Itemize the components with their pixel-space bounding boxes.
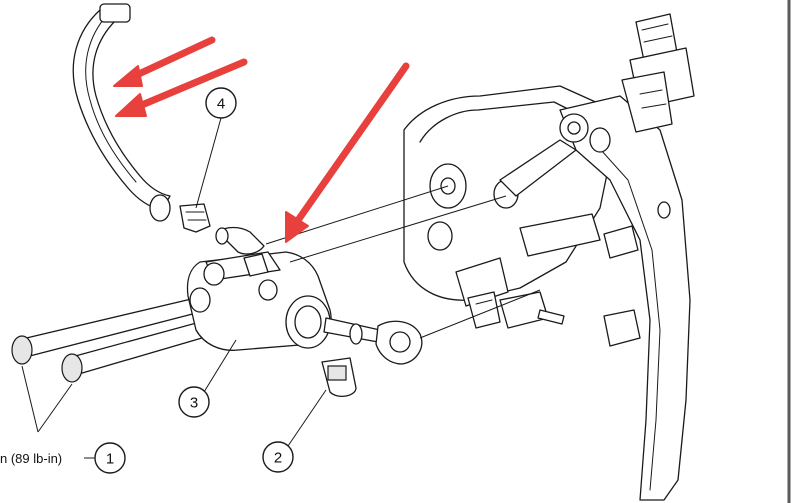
- pedal-position-sensor: [621, 13, 695, 133]
- callout-3: 3: [178, 339, 237, 418]
- quick-connect-fitting: [215, 226, 265, 255]
- pushrod: [323, 317, 423, 365]
- callout-4: 4: [195, 87, 237, 209]
- clutch-master-cylinder: [186, 251, 332, 351]
- master-cylinder-linkage: [499, 113, 639, 259]
- clutch-pedal-arm: [559, 95, 691, 501]
- hose-clip: [179, 203, 211, 233]
- callout-1: 1 n (89 lb-in): [0, 365, 126, 474]
- hose-end-collar: [149, 194, 171, 222]
- callout-3-label: 3: [190, 395, 198, 412]
- red-arrow-upper: [113, 36, 216, 87]
- torque-spec-label: n (89 lb-in): [0, 451, 62, 466]
- hose-end-fitting: [99, 3, 131, 23]
- annotation-arrows: [113, 36, 410, 243]
- callout-2-label: 2: [274, 450, 282, 467]
- red-arrow-middle: [115, 58, 248, 117]
- supply-hose: [72, 3, 171, 222]
- callout-1-label: 1: [106, 451, 114, 468]
- callout-4-label: 4: [217, 96, 225, 113]
- retaining-clip: [321, 357, 357, 398]
- red-arrow-long: [285, 62, 410, 243]
- callout-2: 2: [262, 389, 327, 473]
